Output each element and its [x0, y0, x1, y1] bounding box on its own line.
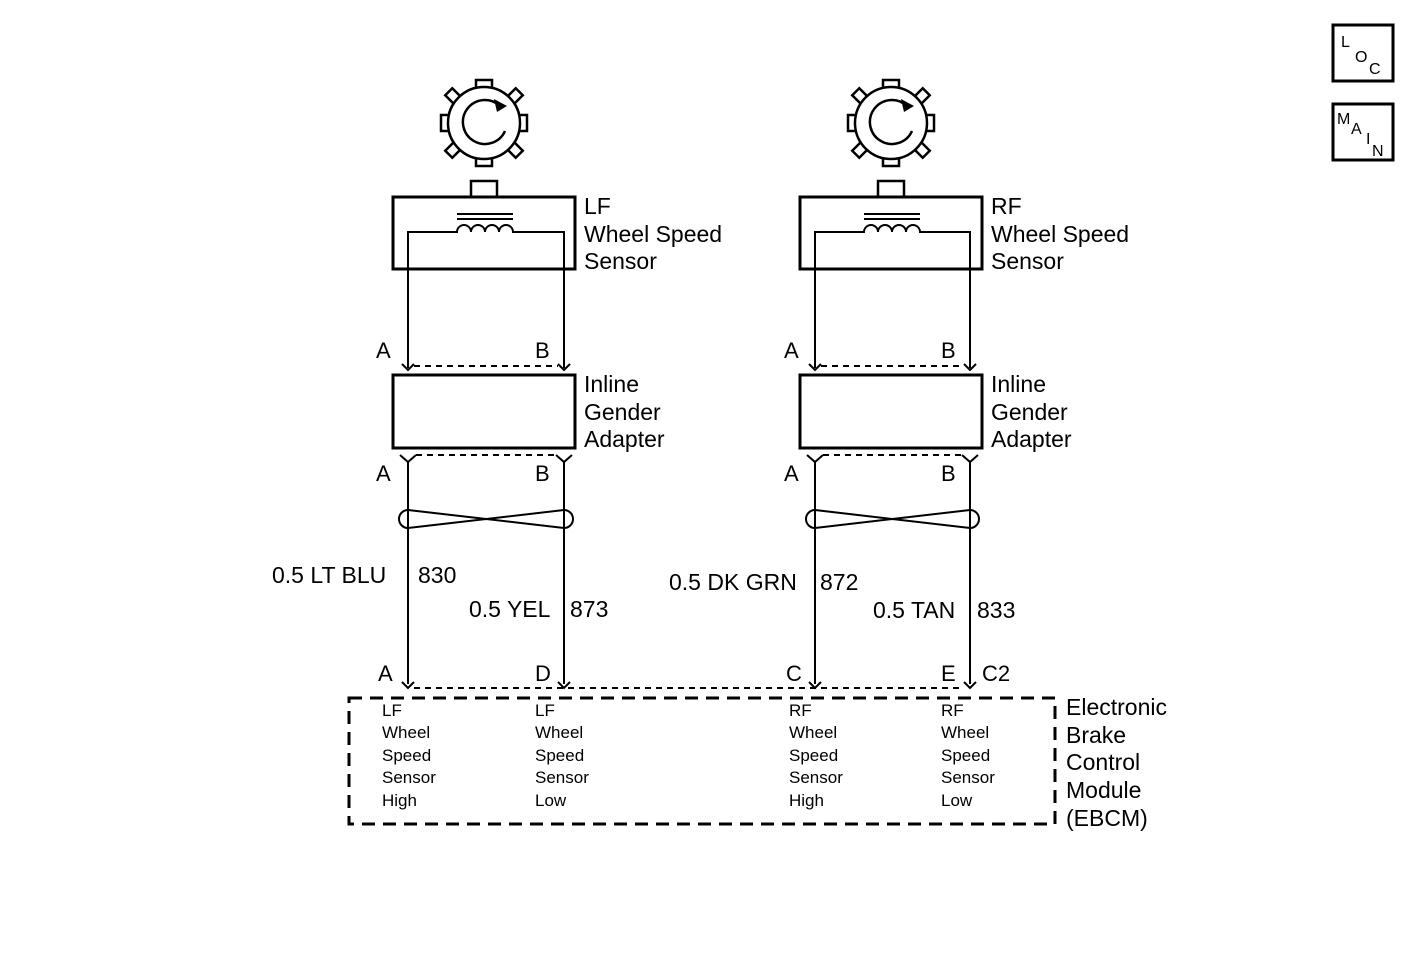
ebcm-pin-a: A	[378, 661, 393, 686]
lf-tone-ring-icon	[439, 78, 529, 168]
wire-873-circuit: 873	[570, 596, 608, 622]
rf-adapter-pin-b: B	[941, 461, 956, 486]
lf-wires	[398, 462, 574, 684]
svg-text:Wheel: Wheel	[535, 723, 583, 742]
ebcm-pin-c: C	[786, 661, 802, 686]
rf-inline-adapter	[798, 373, 984, 450]
rf-sensor-label-line1: RF	[991, 193, 1022, 219]
wire-873-color: 0.5 YEL	[469, 596, 551, 622]
main-letter-a: A	[1351, 121, 1362, 138]
main-button[interactable]: M A I N	[1331, 102, 1395, 162]
rf-sensor-label-line3: Sensor	[991, 248, 1064, 274]
svg-text:Speed: Speed	[941, 746, 990, 765]
svg-text:Module: Module	[1066, 777, 1141, 803]
wire-872-color: 0.5 DK GRN	[669, 569, 797, 595]
main-letter-i: I	[1366, 131, 1370, 148]
main-letter-n: N	[1372, 143, 1384, 160]
loc-letter-o: O	[1355, 49, 1367, 66]
svg-text:Wheel: Wheel	[941, 723, 989, 742]
svg-text:LF: LF	[535, 701, 555, 720]
wire-833-circuit: 833	[977, 597, 1015, 623]
rf-sensor-label-line2: Wheel Speed	[991, 221, 1129, 247]
rf-wires	[805, 462, 980, 684]
svg-text:Wheel: Wheel	[382, 723, 430, 742]
svg-text:(EBCM): (EBCM)	[1066, 805, 1148, 831]
main-letter-m: M	[1337, 111, 1350, 128]
svg-text:Wheel: Wheel	[789, 723, 837, 742]
svg-text:LF: LF	[382, 701, 402, 720]
svg-text:Speed: Speed	[382, 746, 431, 765]
svg-text:Sensor: Sensor	[941, 768, 995, 787]
lf-sensor-pin-a: A	[376, 338, 391, 363]
rf-sensor-tip	[876, 179, 906, 199]
ebcm-module-box	[347, 696, 1057, 826]
rf-sensor-connector	[808, 363, 977, 372]
wire-830-color: 0.5 LT BLU	[272, 562, 386, 588]
svg-text:Electronic: Electronic	[1066, 694, 1167, 720]
ebcm-terminal-lf-high: LF Wheel Speed Sensor High	[382, 701, 436, 810]
lf-sensor-connector	[401, 363, 571, 372]
svg-text:Brake: Brake	[1066, 722, 1126, 748]
ebcm-pin-d: D	[535, 661, 551, 686]
lf-adapter-label-line2: Gender	[584, 399, 661, 425]
svg-text:Low: Low	[941, 791, 973, 810]
ebcm-connector	[401, 681, 977, 690]
lf-adapter-label-line1: Inline	[584, 371, 639, 397]
lf-inline-adapter	[391, 373, 577, 450]
svg-text:High: High	[789, 791, 824, 810]
rf-tone-ring-icon	[846, 78, 936, 168]
rf-adapter-pin-a: A	[784, 461, 799, 486]
lf-sensor-label-line2: Wheel Speed	[584, 221, 722, 247]
ebcm-pin-e: E	[941, 661, 956, 686]
rf-adapter-label-line1: Inline	[991, 371, 1046, 397]
lf-sensor-label-line3: Sensor	[584, 248, 657, 274]
ebcm-terminal-rf-high: RF Wheel Speed Sensor High	[789, 701, 843, 810]
wire-872-circuit: 872	[820, 569, 858, 595]
rf-sensor-pin-b: B	[941, 338, 956, 363]
rf-sensor-coil-icon	[814, 213, 971, 368]
lf-adapter-label-line3: Adapter	[584, 426, 665, 452]
svg-text:Speed: Speed	[789, 746, 838, 765]
svg-text:Sensor: Sensor	[789, 768, 843, 787]
svg-text:Sensor: Sensor	[382, 768, 436, 787]
lf-sensor-label-line1: LF	[584, 193, 611, 219]
svg-text:Low: Low	[535, 791, 567, 810]
lf-sensor-tip	[469, 179, 499, 199]
wire-830-circuit: 830	[418, 562, 456, 588]
lf-adapter-pin-b: B	[535, 461, 550, 486]
svg-text:High: High	[382, 791, 417, 810]
svg-text:RF: RF	[789, 701, 812, 720]
loc-letter-c: C	[1369, 61, 1381, 78]
wire-833-color: 0.5 TAN	[873, 597, 955, 623]
ebcm-terminal-lf-low: LF Wheel Speed Sensor Low	[535, 701, 589, 810]
loc-letter-l: L	[1341, 34, 1350, 51]
rf-sensor-pin-a: A	[784, 338, 799, 363]
ebcm-connector-id: C2	[982, 661, 1010, 686]
svg-text:Speed: Speed	[535, 746, 584, 765]
svg-text:RF: RF	[941, 701, 964, 720]
svg-text:Sensor: Sensor	[535, 768, 589, 787]
lf-sensor-pin-b: B	[535, 338, 550, 363]
rf-adapter-label-line3: Adapter	[991, 426, 1072, 452]
rf-adapter-label-line2: Gender	[991, 399, 1068, 425]
lf-adapter-pin-a: A	[376, 461, 391, 486]
ebcm-terminal-rf-low: RF Wheel Speed Sensor Low	[941, 701, 995, 810]
svg-text:Control: Control	[1066, 749, 1140, 775]
loc-button[interactable]: L O C	[1331, 23, 1395, 83]
lf-sensor-coil-icon	[407, 213, 565, 368]
ebcm-label: Electronic Brake Control Module (EBCM)	[1066, 694, 1167, 831]
